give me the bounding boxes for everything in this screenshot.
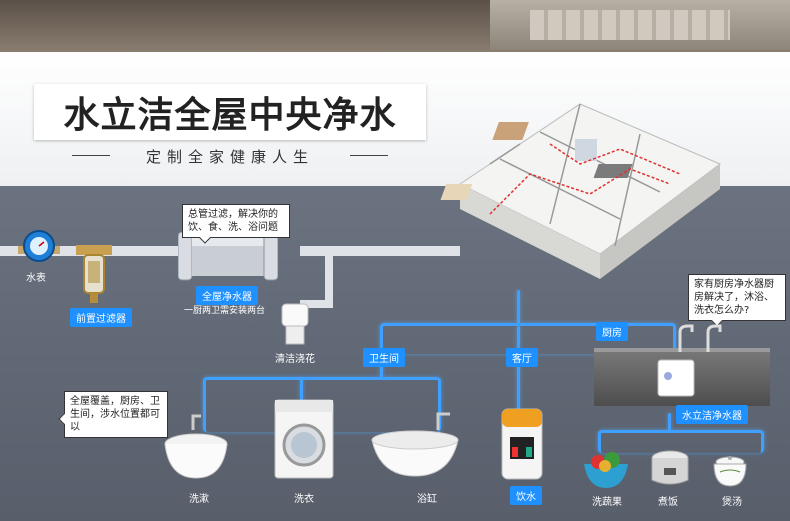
bathtub-icon — [371, 412, 459, 477]
mop-sink-label: 清洁浇花 — [275, 354, 315, 365]
water-dispenser-icon — [501, 408, 543, 480]
blue-pipe-kitchen — [598, 430, 764, 453]
basin-label: 洗漱 — [189, 494, 209, 505]
zone-kitchen: 厨房 — [596, 322, 628, 341]
soup-pot-icon — [713, 456, 747, 487]
faucet-icon — [678, 324, 722, 352]
main-pipe-drop — [325, 256, 333, 306]
dispenser-label: 饮水 — [510, 486, 542, 505]
main-pipe-right — [300, 246, 460, 256]
house-floorplan-illustration — [440, 103, 721, 279]
header-photo-strip — [0, 0, 790, 52]
mop-sink-icon — [281, 303, 309, 345]
basin-icon — [164, 414, 228, 479]
header-photo-shelf — [490, 0, 790, 50]
blue-pipe-washer — [300, 378, 303, 402]
zone-bathroom: 卫生间 — [363, 348, 405, 367]
soup-label: 煲汤 — [722, 497, 742, 508]
vegetables-label: 洗蔬果 — [592, 497, 622, 508]
rice-label: 煮饭 — [658, 497, 678, 508]
blue-pipe-trunk — [517, 290, 520, 324]
page-subtitle: 定制全家健康人生 — [72, 146, 388, 167]
prefilter-label: 前置过滤器 — [70, 308, 132, 327]
washing-machine-icon — [274, 399, 334, 479]
kitchen-purifier-label: 水立洁净水器 — [676, 405, 748, 424]
rice-cooker-icon — [651, 450, 689, 485]
kitchen-callout: 家有厨房净水器厨房解决了，沐浴、洗衣怎么办? — [688, 274, 786, 321]
vegetables-icon — [584, 452, 628, 488]
water-meter-icon — [18, 230, 60, 262]
main-filter-callout: 总管过滤，解决你的饮、食、洗、浴问题 — [182, 204, 290, 238]
bathtub-label: 浴缸 — [417, 494, 437, 505]
blue-pipe-bathroom — [203, 377, 441, 432]
prefilter-icon — [76, 245, 112, 303]
under-sink-purifier-icon — [657, 359, 695, 397]
blue-pipe-living — [517, 326, 520, 476]
central-purifier-icon — [178, 231, 278, 281]
page-title: 水立洁全屋中央净水 — [34, 84, 426, 140]
washer-label: 洗衣 — [294, 494, 314, 505]
blue-pipe-kitchen-drop — [668, 413, 671, 431]
central-purifier-label: 全屋净水器 — [196, 286, 258, 305]
blue-pipe-branch — [380, 323, 676, 354]
coverage-callout: 全屋覆盖，厨房、卫生间，涉水位置都可以 — [64, 391, 168, 438]
main-pipe-elbow — [300, 300, 333, 308]
zone-living: 客厅 — [506, 348, 538, 367]
central-purifier-note: 一厨两卫需安装两台 — [184, 306, 266, 316]
water-meter-label: 水表 — [26, 273, 46, 284]
